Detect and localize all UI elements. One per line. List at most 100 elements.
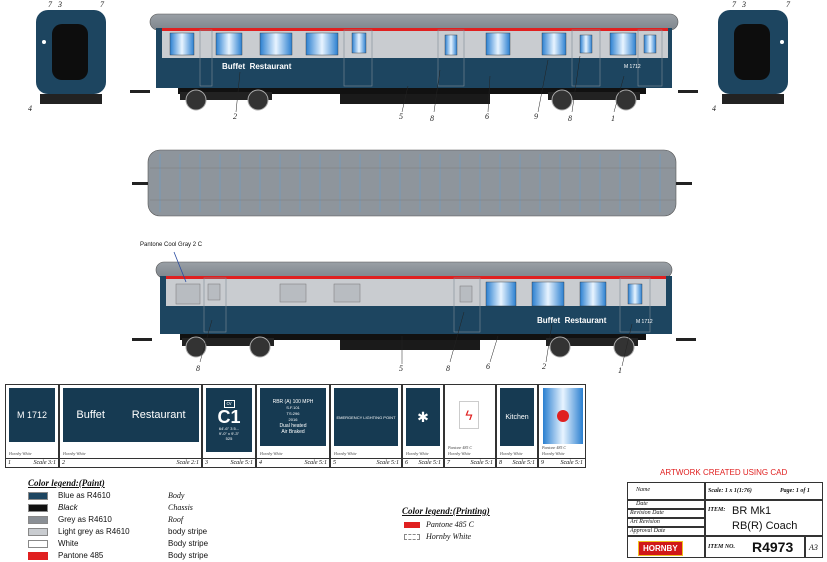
paint-use: Chassis	[168, 503, 193, 512]
print-legend-title: Color legend:(Printing)	[402, 506, 490, 516]
paint-use: body stripe	[168, 527, 208, 536]
roof	[149, 13, 679, 31]
tb-logo-cell: HORNBY	[627, 536, 705, 558]
pantone-note: Pantone Cool Gray 2 C	[140, 242, 203, 248]
color-swatch	[28, 551, 48, 560]
decal-4-num: 4	[259, 460, 262, 466]
callout-8-bottom-b: 8	[446, 364, 450, 373]
decal-6-scale: Scale 5:1	[418, 460, 442, 466]
restaurant-text: Restaurant	[249, 62, 292, 71]
callout-9-top: 9	[534, 112, 538, 121]
decal-5-tile: EMERGENCY LIGHTING POINT	[334, 388, 398, 446]
decal-4-line1: RBR (A) 100 MPH	[272, 399, 314, 405]
decal-5-note: Hornby White	[334, 451, 357, 456]
decal-9-num: 9	[541, 460, 544, 466]
tb-item-line2: RB(R) Coach	[732, 520, 798, 532]
decal-2-restaurant: Restaurant	[131, 409, 186, 421]
decal-4-tile: RBR (A) 100 MPH S.F.101 TS:296 2016 Dual…	[260, 388, 326, 446]
color-swatch	[28, 491, 48, 500]
hornby-logo: HORNBY	[638, 541, 683, 556]
decal-2-buffet: Buffet	[76, 409, 105, 421]
color-swatch	[28, 527, 48, 536]
tb-scale-cell: Scale: 1 x 1(1:76) Page: 1 of 1	[705, 482, 823, 500]
decal-3-line1: 64'-6" 3 5...	[218, 425, 240, 431]
paint-legend-row: Light grey as R4610 body stripe	[28, 526, 207, 537]
cad-note: ARTWORK CREATED USING CAD	[660, 468, 788, 477]
decal-4-scale: Scale 5:1	[304, 460, 328, 466]
callout-1-top: 1	[611, 114, 615, 123]
bogie-left	[180, 89, 272, 111]
decal-3-scale: Scale 5:1	[230, 460, 254, 466]
paint-use: Body	[168, 491, 185, 500]
decal-3-tile: cv C1 64'-6" 3 5... 9'-0" x 9'-3" 525	[206, 388, 252, 452]
callout-6-top: 6	[485, 112, 489, 121]
decal-2-scale: Scale 2:1	[176, 460, 200, 466]
tb-itemno-label: ITEM NO.	[708, 544, 736, 550]
color-swatch	[404, 521, 420, 528]
end-view-right	[718, 10, 788, 104]
paint-use: Body stripe	[168, 539, 209, 548]
paint-name: Light grey as R4610	[58, 527, 130, 536]
callout-7-right-a: 7	[732, 0, 736, 9]
coach-buffet-label-top: Buffet Restaurant	[222, 62, 291, 71]
callout-8-top-a: 8	[430, 114, 434, 123]
print-name: Hornby White	[426, 532, 472, 541]
decal-2-num: 2	[62, 460, 65, 466]
coach-number-bottom: M 1712	[636, 319, 653, 325]
tb-sheet-cell: A3	[805, 536, 823, 558]
callout-7-left-a: 7	[48, 0, 52, 9]
bogie-right	[548, 89, 640, 111]
paint-use: Roof	[168, 515, 184, 524]
decal-7-num: 7	[447, 460, 450, 466]
callout-2-bottom: 2	[542, 362, 546, 371]
restaurant-text: Restaurant	[564, 316, 607, 325]
tb-name-label: Name	[636, 487, 650, 493]
tb-artrev-cell: Art Revision	[627, 518, 705, 527]
paint-name: Grey as R4610	[58, 515, 112, 524]
roof-view	[132, 149, 692, 217]
buffet-text: Buffet	[222, 62, 246, 71]
decal-9-note-b: Hornby White	[542, 451, 565, 456]
tb-revdate-cell: Revision Date	[627, 509, 705, 518]
callout-1-bottom: 1	[618, 366, 622, 375]
decal-2-note: Hornby White	[63, 451, 86, 456]
decal-4-line4: 2016	[288, 417, 298, 422]
callout-4-right: 4	[712, 104, 716, 113]
tb-sheet-size: A3	[809, 543, 818, 552]
color-swatch	[28, 515, 48, 524]
tb-itemno: R4973	[752, 539, 794, 555]
paint-legend-row: Black Chassis	[28, 502, 193, 513]
buffet-text: Buffet	[537, 316, 561, 325]
callout-8-bottom-a: 8	[196, 364, 200, 373]
decal-6-num: 6	[405, 460, 408, 466]
tb-approval-cell: Approval Date	[627, 527, 705, 536]
red-disc-icon	[557, 410, 569, 422]
decal-4-line3: TS:296	[286, 411, 300, 416]
decal-1-scale: Scale 3:1	[33, 460, 57, 466]
decal-3-num: 3	[205, 460, 208, 466]
callout-7-right-b: 7	[786, 0, 790, 9]
print-legend-row: Hornby White	[404, 532, 471, 541]
windows	[169, 32, 657, 56]
chassis	[178, 88, 646, 94]
coach-number-top: M 1712	[624, 64, 641, 70]
tb-artrev-label: Art Revision	[630, 519, 660, 525]
callout-5-top: 5	[399, 112, 403, 121]
tb-page: Page: 1 of 1	[780, 488, 810, 494]
decal-6-note: Hornby White	[406, 451, 429, 456]
color-swatch	[28, 539, 48, 548]
decal-5-scale: Scale 5:1	[376, 460, 400, 466]
paint-name: Pantone 485	[58, 551, 104, 560]
callout-3-left: 3	[58, 0, 62, 9]
decal-panel-4: RBR (A) 100 MPH S.F.101 TS:296 2016 Dual…	[256, 384, 330, 468]
decal-3-big: C1	[217, 406, 241, 427]
tb-item-line1: BR Mk1	[732, 505, 772, 517]
callout-7-left-b: 7	[100, 0, 104, 9]
callout-6-bottom: 6	[486, 362, 490, 371]
star-icon: ✱	[406, 388, 440, 446]
